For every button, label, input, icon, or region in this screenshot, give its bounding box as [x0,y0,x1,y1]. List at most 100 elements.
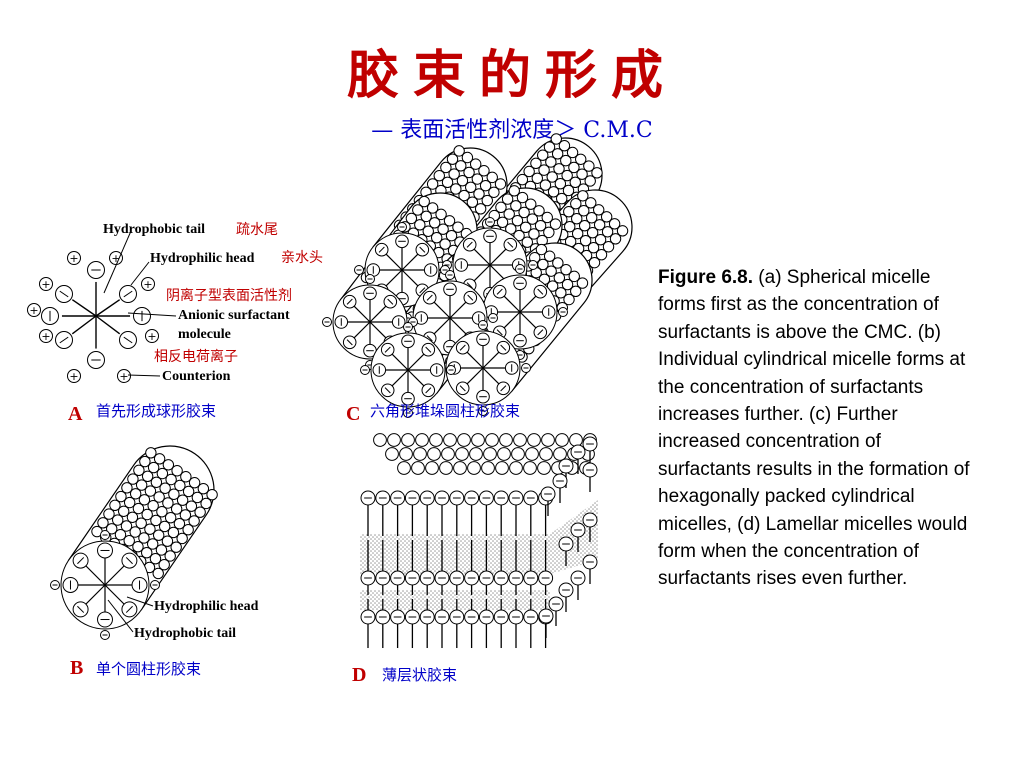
hex-cylinder-0-head-circle [465,181,477,194]
panel-d-letter: D [352,664,367,686]
hex-cylinder-6-head-circle [545,265,557,277]
hex-section-5-tail [391,369,409,387]
single-cylinder-head-circle [147,461,160,474]
hex-cylinder-3-head-circle [496,216,509,228]
hex-section-2-tail [353,321,371,339]
single-section-tail [104,584,125,605]
hex-section-4-head-sign [496,288,503,295]
hex-cylinder-6-head-circle [535,243,548,256]
single-cylinder-head-circle [161,535,174,547]
hex-section-0-tail [401,269,419,287]
hydrophilic-head-cn-label: 亲水头 [281,250,323,266]
lamellar-top-head [511,447,525,461]
hex-cylinder-0-head-circle [441,176,454,189]
single-cylinder-head-circle [123,496,136,509]
hex-section-6-head-sign [459,385,466,392]
hex-cylinder-3-head-circle [503,208,515,220]
hex-cylinder-0-head-circle [456,174,469,187]
hex-section-0-head-sign [378,246,385,253]
lamellar-top-head [439,461,453,475]
hex-cylinder-6-head-circle [543,250,556,262]
hex-section-5-head-sign [384,346,391,353]
hex-cylinder-6-head-circle [560,263,572,276]
sphere-head-sign [59,336,69,344]
sphere-tail [95,315,121,335]
hex-cylinder-6-head-circle [570,285,582,297]
lamellar-top-head [497,447,511,461]
hex-section-2-tail [353,305,371,323]
hydrophilic-head-label: Hydrophilic head [150,251,255,266]
hex-cylinder-1-head-circle [547,186,560,198]
sphere-tail [71,315,97,335]
pointer-b-head [126,596,154,607]
single-section-tail [85,584,106,605]
counterion-ion [67,251,81,265]
hex-section-3-tail [449,317,467,335]
hex-section-1-head-sign [507,241,514,248]
slide-title: 胶束的形成 [346,45,677,106]
lamellar-top-head [429,433,443,447]
hex-cylinder-0-head-circle [453,145,465,157]
sphere-tail [95,299,121,317]
hex-cylinder-1-head-circle [584,175,596,187]
lamellar-core-2 [360,590,550,610]
lamellar-top-head [397,461,411,475]
lamellar-top-head [411,461,425,475]
hex-cylinder-4-head-circle [578,205,590,217]
counterion-ion [67,369,81,383]
lamellar-top-head [509,461,523,475]
hex-section-2-head-sign [346,339,353,346]
single-cylinder-head-circle [176,532,188,545]
single-cylinder-head-circle [112,514,124,526]
hex-cylinder-1-head-circle [561,169,573,182]
single-cylinder-head-circle [109,499,121,511]
hex-section-3-head-sign [467,294,474,301]
pointer-b-tail [107,599,134,633]
hex-section-4-head-sign [537,329,544,336]
single-cylinder-head-circle [132,502,145,515]
hex-cylinder-6-head-circle [576,277,589,289]
single-cylinder-head-circle [194,506,206,518]
single-cylinder-head-circle [156,467,169,480]
hex-cylinder-1-head-circle [516,173,529,186]
hex-cylinder-3-head-circle [513,229,525,242]
single-cylinder-head-circle [150,514,162,527]
single-cylinder-head-circle [149,553,162,565]
hex-cylinder-2-head-circle [445,229,458,242]
single-cylinder-head-circle [167,526,180,539]
hex-cylinder-3-head-circle [534,220,547,232]
hex-cylinder-0-head-circle [455,160,467,172]
hex-section-5-head-sign [384,387,391,394]
single-cylinder-head-circle [141,508,153,521]
hex-section-3-tail [433,317,451,335]
single-cylinder-head-circle [162,459,175,471]
sphere-head-sign [123,336,133,344]
hex-cylinder-4-head-circle [608,218,621,230]
hex-section-5-tail [407,369,425,387]
single-cylinder-head-circle [152,529,165,541]
single-cylinder-head-circle [206,489,218,501]
anionic-surfactant-label: Anionic surfactant [178,308,290,323]
hex-cylinder-0-head-circle [466,196,479,208]
single-cylinder-head-circle [127,473,139,485]
single-cylinder-head-circle [139,455,151,468]
single-cylinder-head-circle [97,517,109,529]
hex-section-5-head-sign [425,346,432,353]
hex-cylinder-1-head-circle [546,171,558,183]
hex-cylinder-3-head-circle [516,191,529,204]
hex-section-2-tail [369,321,387,339]
lamellar-top-head [385,447,399,461]
hex-section-1-tail [473,264,491,282]
panel-a-letter: A [68,403,83,425]
hex-section-2-head-sign [387,298,394,305]
hex-section-1-head-sign [466,282,473,289]
lamellar-top-head [569,433,583,447]
single-cylinder-head-circle [185,500,198,512]
hex-cylinder-2-head-circle [430,231,443,244]
sphere-tail [71,299,97,317]
hex-section-3-tail [433,301,451,319]
hex-section-3-tail [449,301,467,319]
hex-cylinder-6-head-circle [546,280,559,292]
lamellar-top-head [399,447,413,461]
lamellar-top-head [537,461,551,475]
